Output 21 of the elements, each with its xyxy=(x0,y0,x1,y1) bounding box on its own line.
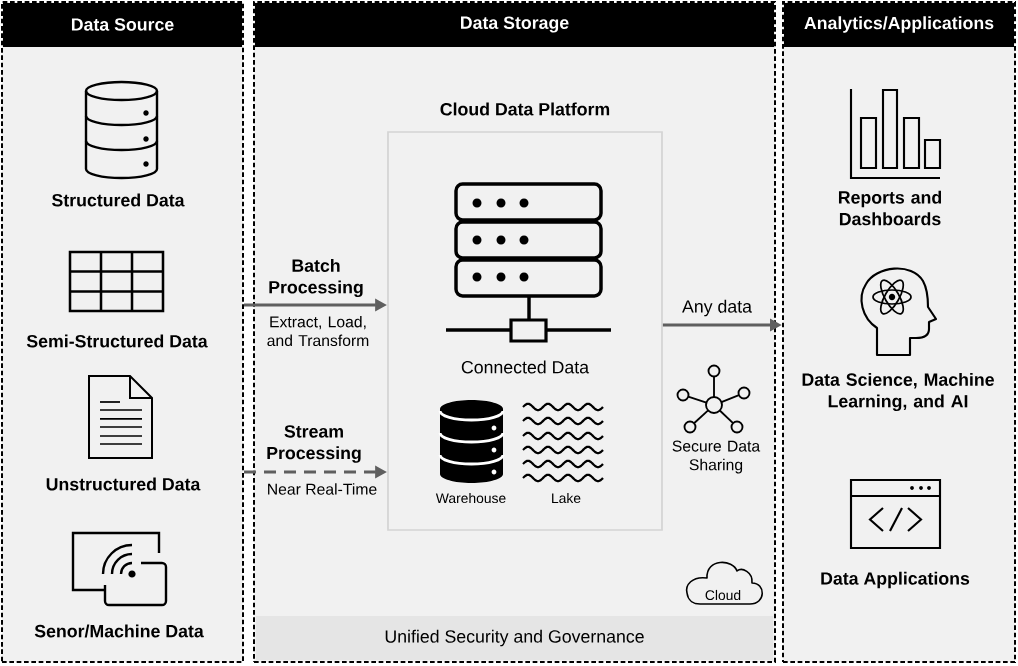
column-header: Data Source xyxy=(3,3,242,47)
item-label: Data Science, Machine Learning, and AI xyxy=(802,372,994,412)
item-label: Reports and Dashboards xyxy=(839,190,942,226)
edge-label: Any data xyxy=(682,299,752,317)
governance-band: Unified Security and Governance xyxy=(256,616,773,660)
item-label: Connected Data xyxy=(461,360,590,374)
item-label: Semi-Structured Data xyxy=(26,334,208,348)
edge-caption: Near Real-Time xyxy=(268,483,377,495)
box-title: Cloud Data Platform xyxy=(440,102,610,116)
item-label: Warehouse xyxy=(435,492,506,504)
item-label: Unstructured Data xyxy=(46,477,201,491)
column-header: Data Storage xyxy=(255,3,774,47)
item-label: Structured Data xyxy=(52,193,185,207)
item-label: Lake xyxy=(552,492,581,504)
column-header: Analytics/Applications xyxy=(784,3,1014,47)
item-label: Data Applications xyxy=(821,571,970,589)
item-label: Senor/Machine Data xyxy=(34,624,204,638)
item-label: Secure Data Sharing xyxy=(672,440,761,474)
edge-label: Stream Processing xyxy=(267,425,361,463)
edge-caption: Extract, Load, and Transform xyxy=(267,315,369,347)
edge-label: Batch Processing xyxy=(269,258,363,298)
